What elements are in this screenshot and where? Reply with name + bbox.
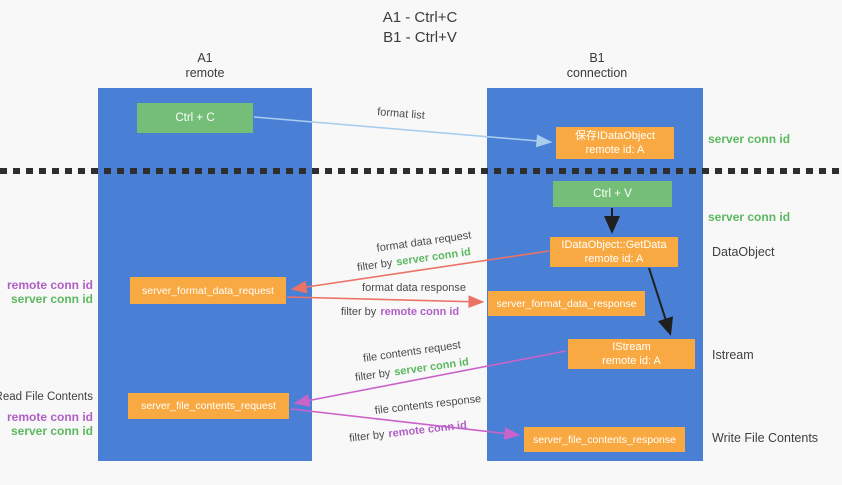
node-file-response-label: server_file_contents_response bbox=[532, 433, 676, 446]
lane-a1-role: remote bbox=[185, 66, 225, 80]
left-label-server-conn-id-top: server conn id bbox=[10, 292, 93, 306]
node-istream-line2: remote id: A bbox=[602, 355, 661, 367]
lane-b1-role: connection bbox=[566, 66, 628, 80]
node-ctrl-v: Ctrl + V bbox=[553, 181, 672, 207]
right-label-write-file-contents: Write File Contents bbox=[712, 431, 819, 445]
node-format-request-label: server_format_data_request bbox=[142, 284, 274, 297]
node-istream-line1: IStream bbox=[612, 341, 651, 353]
lane-header-b1: B1 connection bbox=[537, 51, 657, 81]
node-getdata-line1: IDataObject::GetData bbox=[561, 239, 667, 251]
diagram-title: A1 - Ctrl+C B1 - Ctrl+V bbox=[300, 8, 540, 48]
dashed-divider bbox=[0, 168, 842, 174]
node-format-response-label: server_format_data_response bbox=[496, 297, 637, 310]
node-server-format-data-request: server_format_data_request bbox=[130, 277, 286, 304]
remote-conn-id-text: remote conn id bbox=[380, 306, 460, 318]
filter-by-text: filter by bbox=[356, 257, 394, 274]
node-save-idataobject-line2: remote id: A bbox=[585, 144, 645, 156]
right-label-istream: Istream bbox=[712, 348, 754, 362]
title-line-1: A1 - Ctrl+C bbox=[382, 9, 458, 26]
arrow-format-data-response bbox=[286, 295, 485, 309]
node-file-request-label: server_file_contents_request bbox=[141, 400, 276, 412]
server-conn-id-text: server conn id bbox=[393, 356, 470, 379]
left-label-remote-conn-id-bottom: remote conn id bbox=[6, 410, 93, 424]
node-idataobject-getdata: IDataObject::GetData remote id: A bbox=[550, 237, 678, 267]
right-label-server-conn-id-mid: server conn id bbox=[708, 210, 791, 224]
remote-conn-id-text: remote conn id bbox=[387, 419, 468, 441]
node-ctrl-c-label: Ctrl + C bbox=[175, 112, 215, 124]
label-format-data-response: format data response bbox=[362, 282, 466, 294]
node-server-format-data-response: server_format_data_response bbox=[488, 291, 645, 316]
right-label-dataobject: DataObject bbox=[712, 245, 775, 259]
left-label-remote-conn-id-top: remote conn id bbox=[6, 278, 93, 292]
node-server-file-contents-request: server_file_contents_request bbox=[128, 393, 289, 419]
lane-a1-id: A1 bbox=[197, 51, 213, 65]
node-ctrl-v-label: Ctrl + V bbox=[593, 188, 632, 200]
title-line-2: B1 - Ctrl+V bbox=[383, 29, 457, 46]
filter-by-text: filter by bbox=[340, 306, 377, 318]
node-getdata-line2: remote id: A bbox=[584, 253, 644, 265]
filter-by-text: filter by bbox=[354, 367, 392, 384]
node-save-idataobject-line1: 保存IDataObject bbox=[574, 130, 656, 142]
node-save-idataobject: 保存IDataObject remote id: A bbox=[556, 127, 674, 159]
lane-b1-id: B1 bbox=[589, 51, 605, 65]
left-label-server-conn-id-bottom: server conn id bbox=[10, 424, 93, 438]
filter-by-text: filter by bbox=[348, 428, 386, 445]
right-label-server-conn-id-top: server conn id bbox=[708, 132, 791, 146]
label-format-list: format list bbox=[376, 106, 426, 122]
label-file-contents-response: file contents response bbox=[374, 392, 482, 418]
left-label-read-file-contents: Read File Contents bbox=[0, 391, 93, 403]
node-istream: IStream remote id: A bbox=[568, 339, 695, 369]
lane-header-a1: A1 remote bbox=[145, 51, 265, 81]
node-server-file-contents-response: server_file_contents_response bbox=[524, 427, 685, 452]
node-ctrl-c: Ctrl + C bbox=[137, 103, 253, 133]
